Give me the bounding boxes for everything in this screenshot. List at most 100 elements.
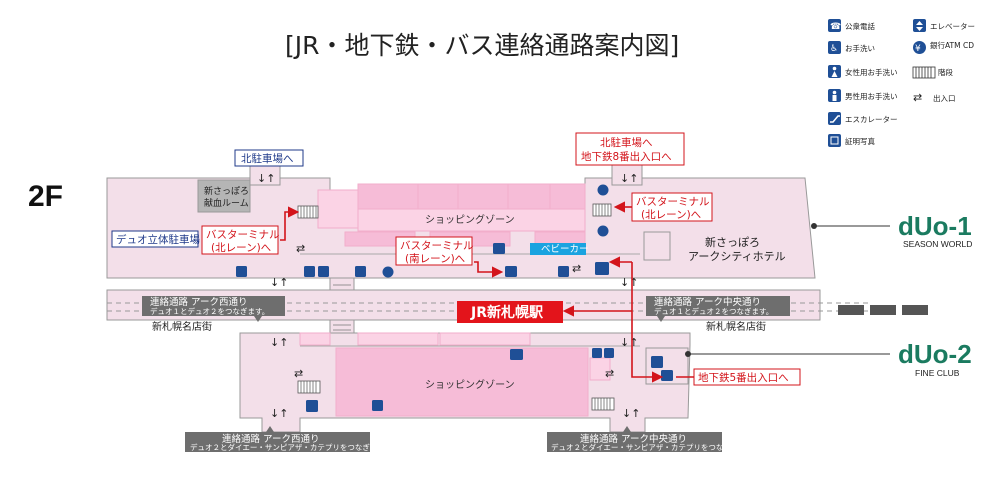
legend-label-womens: 女性用お手洗い	[845, 67, 898, 77]
banner-center-bottom-line2: デュオ２とダイエー・サンピアザ・カテプリをつなぎます。	[551, 442, 753, 452]
mens-head	[832, 90, 837, 95]
legend-label-mens: 男性用お手洗い	[845, 91, 898, 101]
legend-label-entrance: 出入口	[933, 93, 956, 103]
escalator-glyph	[830, 115, 840, 123]
atm-icon	[913, 41, 926, 54]
phone-icon	[651, 356, 663, 368]
duo2-logo-mark: dUo-2	[898, 339, 972, 369]
updown-arrow-4: ↓↑	[620, 276, 638, 289]
legend-item-restroom: ♿ お手洗い	[828, 41, 875, 54]
hotel-label-2: アークシティホテル	[688, 250, 786, 263]
bus-north-left-box	[201, 225, 279, 255]
phone-glyph: ☎	[830, 22, 841, 32]
route-bus-south	[474, 261, 504, 278]
restroom-glyph: ♿	[830, 44, 838, 54]
jr-station-label: JR新札幌駅	[470, 304, 544, 321]
escalator-icon	[661, 370, 673, 381]
duo1-logo-sub: SEASON WORLD	[903, 239, 972, 249]
legend-label-escalator: エスカレーター	[845, 115, 898, 124]
restroom-icon	[828, 41, 841, 54]
entrance-arrows-icon: ⇄	[913, 91, 922, 104]
duo2-logo-sub: FINE CLUB	[915, 368, 960, 378]
stroller-label: ベビーカー	[541, 244, 589, 255]
track-segment-1	[838, 305, 864, 315]
meitengai-right-label: 新札幌名店街	[706, 320, 766, 333]
bus-north-left-line1: バスターミナル	[206, 229, 280, 241]
escalator-icon	[493, 243, 505, 254]
track-segment-2	[870, 305, 896, 315]
banner-center-top-line2: デュオ１とデュオ２をつなぎます。	[654, 306, 773, 316]
duo-parking-box	[111, 230, 199, 248]
stairs-lower-right	[591, 397, 615, 411]
photo-booth-icon	[372, 400, 383, 411]
legend-item-atm: ¥ 銀行ATM CD	[913, 40, 974, 54]
phone-icon	[828, 19, 841, 32]
shopping-zone-top-label: ショッピングゾーン	[425, 213, 515, 226]
updown-arrow-6: ↓↑	[620, 336, 638, 349]
updown-arrow-8: ↓↑	[622, 407, 640, 420]
stairs-icon	[912, 66, 936, 79]
floor-label: 2F	[28, 180, 63, 213]
bus-north-left-line2: (北レーン)へ	[211, 242, 271, 254]
escalator-icon	[595, 262, 609, 275]
banner-west-top	[142, 296, 285, 322]
updown-arrow-2: ↓↑	[620, 172, 638, 185]
atm-icon	[597, 184, 609, 196]
north-parking-left-label: 北駐車場へ	[241, 152, 294, 165]
stairs-lower-left	[297, 380, 321, 394]
womens-body	[831, 71, 838, 77]
elevator-glyph	[916, 21, 923, 31]
stairs-upper-left	[297, 205, 319, 219]
legend-item-elevator: エレベーター	[913, 19, 975, 32]
photo-booth-icon	[828, 134, 841, 147]
womens-head	[832, 66, 837, 71]
blood-donation-label-1: 新さっぽろ	[204, 185, 249, 197]
banner-center-bottom	[547, 426, 722, 452]
legend-item-womens: 女性用お手洗い	[828, 65, 898, 78]
north-parking-right-box	[575, 132, 685, 166]
escalator-icon	[828, 112, 841, 125]
restroom-icon	[306, 400, 318, 412]
banner-west-top-line1: 連絡通路 アーク西通り	[150, 296, 247, 308]
escalator-icon	[505, 266, 517, 277]
legend-label-photo: 証明写真	[845, 136, 875, 146]
elevator-icon	[913, 19, 926, 32]
photo-booth-icon	[236, 266, 247, 277]
elevator-icon	[355, 266, 366, 277]
jr-station-sign	[457, 301, 563, 323]
banner-west-top-line2: デュオ１とデュオ２をつなぎます。	[150, 306, 269, 316]
north-parking-right-line1: 北駐車場へ	[600, 136, 653, 149]
mens-body	[832, 95, 837, 101]
legend-item-escalator: エスカレーター	[828, 112, 898, 125]
hotel-label-1: 新さっぽろ	[705, 235, 760, 249]
stroller-station	[530, 243, 586, 255]
bus-south-line1: バスターミナル	[400, 240, 474, 252]
updown-arrow-7: ↓↑	[270, 407, 288, 420]
page-title: [JR・地下鉄・バス連絡通路案内図]	[285, 31, 679, 60]
facility-icons	[236, 184, 673, 412]
banner-center-top-line1: 連絡通路 アーク中央通り	[654, 296, 761, 308]
meitengai-left-label: 新札幌名店街	[152, 320, 212, 333]
atm-icon	[597, 225, 609, 237]
banner-west-bottom-line1: 連絡通路 アーク西通り	[222, 433, 319, 445]
bus-south-box	[395, 236, 473, 266]
blood-donation-room	[197, 179, 251, 213]
elevator-icon	[592, 348, 602, 358]
legend: ☎ 公衆電話 ♿ お手洗い 女性用お手洗い 男性用お手洗い エスカレーター	[828, 19, 975, 147]
legend-label-elevator: エレベーター	[930, 22, 975, 31]
shopping-zone-top	[317, 183, 586, 247]
legend-item-entrance: ⇄ 出入口	[913, 91, 956, 104]
leftright-arrow-3: ⇄	[294, 367, 303, 380]
shopping-zone-bottom-label: ショッピングゾーン	[425, 378, 515, 391]
leftright-arrow-2: ⇄	[572, 262, 581, 275]
elevator-icon	[558, 266, 569, 277]
leftright-arrow-4: ⇄	[605, 367, 614, 380]
legend-label-stairs: 階段	[938, 67, 953, 77]
banner-west-bottom-line2: デュオ２とダイエー・サンピアザ・カテプリをつなぎます。	[190, 442, 392, 452]
updown-arrow-3: ↓↑	[270, 276, 288, 289]
duo-parking-label: デュオ立体駐車場	[116, 233, 200, 246]
legend-label-restroom: お手洗い	[845, 43, 875, 53]
duo2-connector-dot	[685, 351, 691, 357]
duo1-logo-mark: dUo-1	[898, 211, 972, 241]
bus-north-right-line1: バスターミナル	[636, 196, 710, 208]
